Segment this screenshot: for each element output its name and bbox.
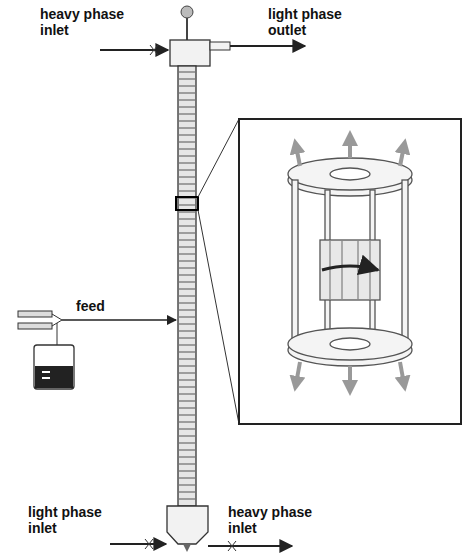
stream-label: light phase inlet: [28, 504, 108, 536]
stream-label: heavy phase inlet: [228, 504, 318, 536]
stream-label: light phase outlet: [268, 6, 358, 38]
stream-label: feed: [76, 298, 136, 314]
stream-label: heavy phase inlet: [40, 6, 130, 38]
